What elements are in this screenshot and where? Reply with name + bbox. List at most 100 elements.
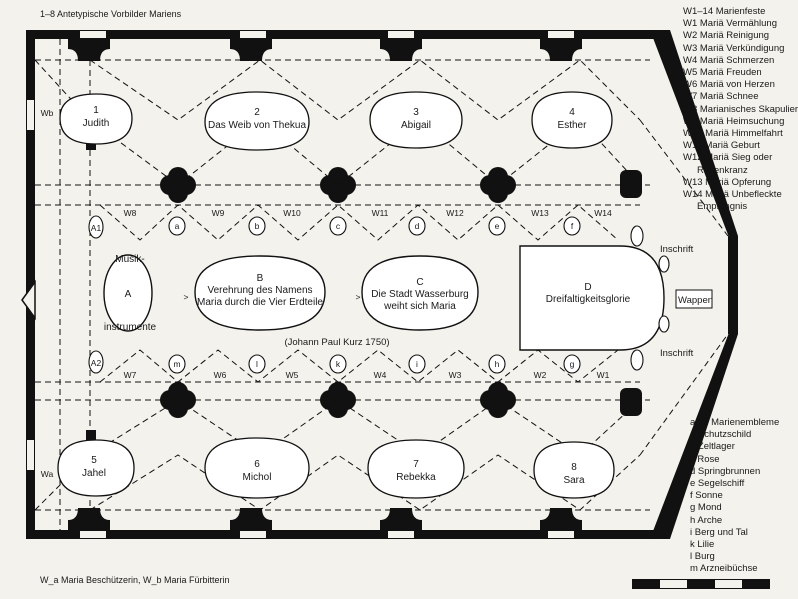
legend-embleme-item: d Springbrunnen bbox=[690, 465, 761, 477]
legend-embleme-item: e Segelschiff bbox=[690, 478, 745, 490]
legend-marienfeste: W1–14 Marienfeste W1 Mariä Vermählung W2… bbox=[683, 6, 798, 213]
w-marker: W8 bbox=[124, 208, 137, 218]
legend-embleme-item: m Arzneibüchse bbox=[690, 563, 758, 575]
cartouche-2 bbox=[204, 91, 310, 151]
vault-4-name: Esther bbox=[558, 120, 588, 131]
vault-8-number: 8 bbox=[571, 462, 577, 473]
emblem-ovals-upper bbox=[88, 215, 670, 374]
cartouche-7 bbox=[367, 439, 465, 499]
field-c bbox=[361, 255, 479, 331]
bottom-caption: W_a Maria Beschützerin, W_b Maria Fürbit… bbox=[40, 575, 230, 585]
emblem-letter: b bbox=[255, 221, 260, 231]
cartouche-4 bbox=[531, 91, 613, 149]
legend-embleme-item: l Burg bbox=[690, 551, 715, 563]
w-marker: W3 bbox=[449, 370, 462, 380]
emblem-letter: m bbox=[173, 359, 180, 369]
cartouche-5 bbox=[57, 439, 135, 497]
cartouche-8 bbox=[533, 441, 615, 499]
scale-bar bbox=[632, 579, 770, 589]
w-marker: W5 bbox=[286, 370, 299, 380]
legend-marienfeste-item: W11 Mariä Geburt bbox=[683, 140, 760, 152]
w-marker: W4 bbox=[374, 370, 387, 380]
w-marker: W10 bbox=[283, 208, 301, 218]
field-d bbox=[519, 245, 665, 351]
w-marker: W1 bbox=[597, 370, 610, 380]
legend-marienfeste-item: W1 Mariä Vermählung bbox=[683, 18, 777, 30]
legend-embleme-item: c Rose bbox=[690, 453, 720, 465]
lower-cartouches bbox=[57, 437, 615, 499]
w-marker: W9 bbox=[212, 208, 225, 218]
main-fields bbox=[103, 245, 665, 351]
field-b-line2: Maria durch die Vier Erdteile bbox=[197, 297, 323, 308]
entrance-marker bbox=[21, 279, 36, 321]
vault-7-number: 7 bbox=[413, 459, 419, 470]
legend-marienfeste-item: W3 Mariä Verkündigung bbox=[683, 42, 785, 54]
cartouche-3 bbox=[369, 91, 463, 149]
figure-title: 1–8 Antetypische Vorbilder Mariens bbox=[40, 9, 182, 19]
field-c-line2: weiht sich Maria bbox=[383, 301, 456, 312]
vault-5-number: 5 bbox=[91, 455, 97, 466]
vault-3-number: 3 bbox=[413, 107, 419, 118]
legend-embleme-item: f Sonne bbox=[690, 490, 723, 502]
field-b-line1: Verehrung des Namens bbox=[207, 285, 312, 296]
emblem-letter: f bbox=[571, 221, 574, 231]
emblem-letter: i bbox=[416, 359, 418, 369]
emblem-letter: a bbox=[175, 221, 180, 231]
vault-5-name: Jahel bbox=[82, 468, 106, 479]
legend-embleme-item: a Schutzschild bbox=[690, 429, 752, 441]
field-a-letter: A bbox=[125, 289, 132, 300]
wall-openings bbox=[27, 31, 574, 538]
field-b bbox=[194, 255, 326, 331]
wa-marker: Wa bbox=[41, 469, 54, 479]
vault-8-name: Sara bbox=[563, 475, 585, 486]
legend-marienfeste-item: W5 Mariä Freuden bbox=[683, 67, 762, 79]
legend-embleme-item: b Zeltlager bbox=[690, 441, 735, 453]
w-marker: W7 bbox=[124, 370, 137, 380]
a-marker: A1 bbox=[91, 223, 102, 233]
legend-marienfeste-item: W6 Mariä von Herzen bbox=[683, 79, 775, 91]
legend-marienembleme: a–m Marienembleme a Schutzschild b Zeltl… bbox=[690, 417, 779, 576]
direction-mark: > bbox=[184, 292, 189, 302]
vault-7-name: Rebekka bbox=[396, 472, 436, 483]
emblem-letter: h bbox=[495, 359, 500, 369]
w-marker: W2 bbox=[534, 370, 547, 380]
legend-marienfeste-item: W7 Mariä Schnee bbox=[683, 91, 759, 103]
cartouche-6 bbox=[204, 437, 310, 499]
vault-3-name: Abigail bbox=[401, 120, 431, 131]
vault-2-name: Das Weib von Thekua bbox=[208, 120, 306, 131]
vault-1-number: 1 bbox=[93, 105, 99, 116]
field-d-letter: D bbox=[584, 282, 591, 293]
legend-marienfeste-item: W8 Marianisches Skapulier bbox=[683, 103, 798, 115]
field-a-top-label: Musik- bbox=[115, 254, 144, 265]
emblem-letter: d bbox=[415, 221, 420, 231]
legend-marienfeste-item: W14 Mariä Unbefleckte bbox=[683, 189, 782, 201]
w-marker: W11 bbox=[372, 208, 389, 218]
legend-marienfeste-item: W13 Mariä Opferung bbox=[683, 176, 772, 188]
w-marker: W12 bbox=[446, 208, 464, 218]
vault-6-number: 6 bbox=[254, 459, 260, 470]
cartouche-1 bbox=[59, 93, 133, 145]
legend-marienfeste-item: Rosenkranz bbox=[697, 164, 748, 176]
legend-embleme-item: i Berg und Tal bbox=[690, 526, 748, 538]
legend-embleme-item: g Mond bbox=[690, 502, 722, 514]
legend-marienfeste-header: W1–14 Marienfeste bbox=[683, 6, 766, 17]
emblem-letter: g bbox=[570, 359, 575, 369]
emblem-letter: e bbox=[495, 221, 500, 231]
field-d-line1: Dreifaltigkeitsglorie bbox=[546, 294, 631, 305]
legend-marienfeste-item: W4 Mariä Schmerzen bbox=[683, 54, 775, 66]
upper-cartouches bbox=[59, 91, 613, 151]
vault-1-name: Judith bbox=[83, 118, 110, 129]
field-a-bottom-label: instrumente bbox=[104, 322, 157, 333]
w-marker: W14 bbox=[594, 208, 612, 218]
w-marker: W6 bbox=[214, 370, 227, 380]
legend-embleme-item: h Arche bbox=[690, 514, 723, 526]
inschrift-bottom-label: Inschrift bbox=[660, 348, 694, 359]
emblem-letter: k bbox=[336, 359, 341, 369]
wall-piers bbox=[68, 39, 582, 530]
field-c-line1: Die Stadt Wasserburg bbox=[371, 289, 468, 300]
emblem-letter: l bbox=[256, 359, 258, 369]
legend-marienfeste-item: W9 Mariä Heimsuchung bbox=[683, 115, 785, 127]
direction-mark: > bbox=[356, 292, 361, 302]
legend-embleme-item: k Lilie bbox=[690, 539, 715, 551]
